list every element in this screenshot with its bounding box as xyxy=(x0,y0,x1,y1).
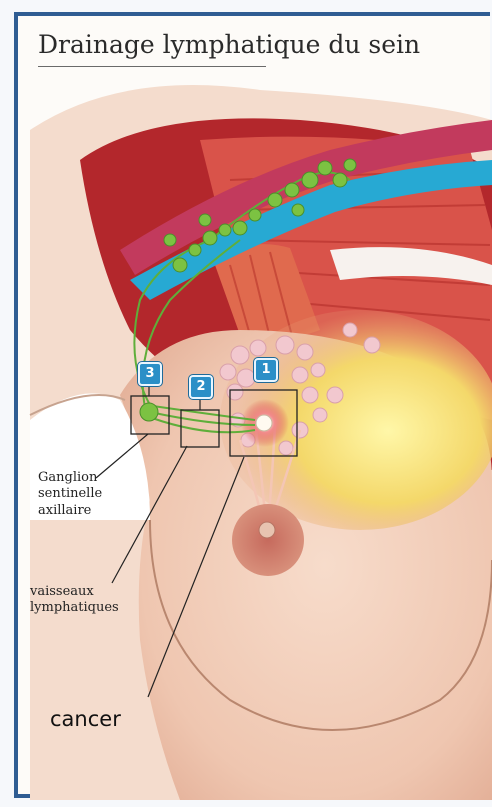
label-sentinel-node: Ganglion sentinelle axillaire xyxy=(38,470,102,519)
nipple xyxy=(259,522,275,538)
label-sentinel-line1: Ganglion xyxy=(38,470,102,486)
label-cancer: cancer xyxy=(50,706,121,732)
label-vessels-line1: vaisseaux xyxy=(30,584,119,600)
badge-2: 2 xyxy=(189,375,213,399)
tumor xyxy=(256,415,272,431)
label-sentinel-line3: axillaire xyxy=(38,503,102,519)
diagram-title: Drainage lymphatique du sein xyxy=(38,30,420,59)
sentinel-lymph-node xyxy=(140,403,158,421)
title-underline xyxy=(38,66,266,67)
areola xyxy=(232,504,304,576)
label-lymphatic-vessels: vaisseaux lymphatiques xyxy=(30,584,119,617)
badge-3: 3 xyxy=(138,362,162,386)
label-sentinel-line2: sentinelle xyxy=(38,486,102,502)
badge-1: 1 xyxy=(254,358,278,382)
label-vessels-line2: lymphatiques xyxy=(30,600,119,616)
